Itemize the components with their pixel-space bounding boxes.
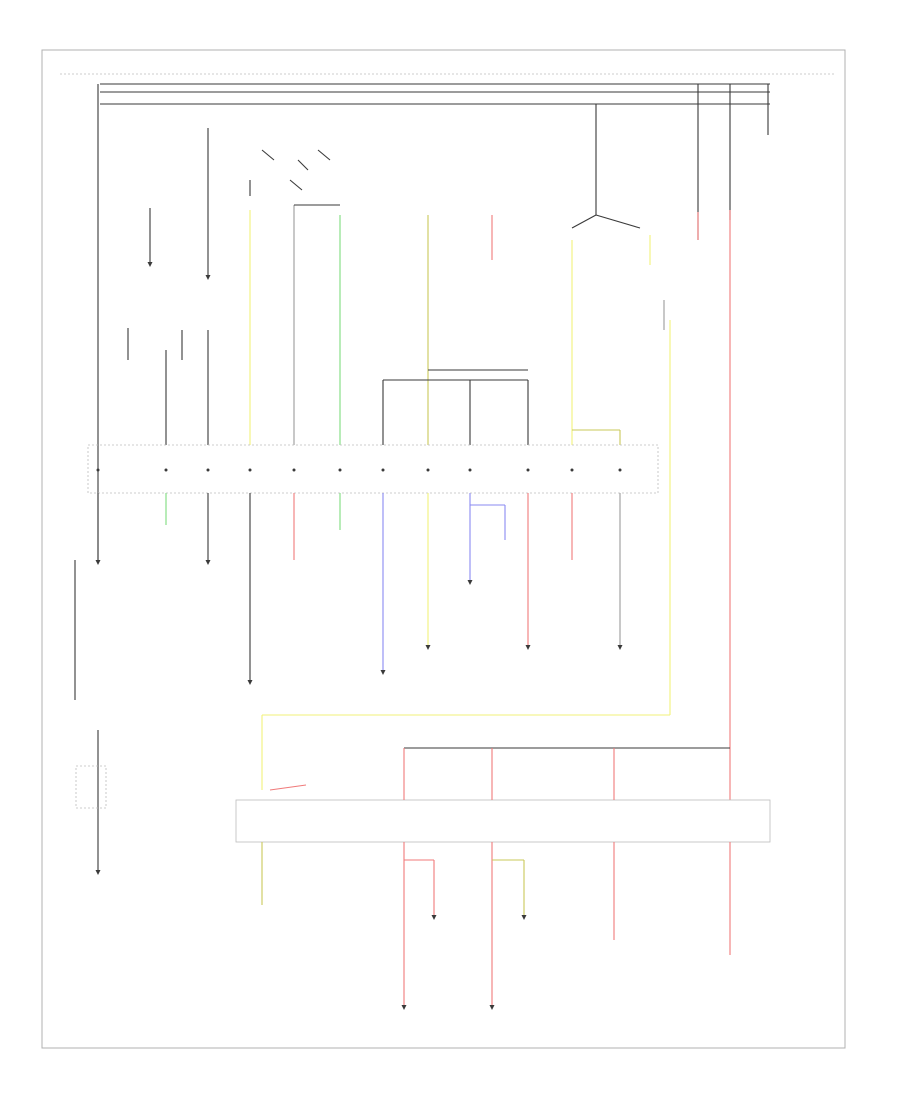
- fuse-panel: [87, 444, 659, 494]
- terminal-arrows: [95, 262, 623, 1010]
- panel-fuses: [96, 468, 622, 472]
- relay-box: [235, 747, 771, 843]
- top-bus-lines: [60, 73, 835, 560]
- lower-wire-runs: [74, 493, 670, 870]
- page-border: [41, 49, 846, 1049]
- upper-wire-runs: [127, 204, 731, 800]
- relay-outputs: [261, 842, 731, 1005]
- ignition-switches: [149, 128, 331, 275]
